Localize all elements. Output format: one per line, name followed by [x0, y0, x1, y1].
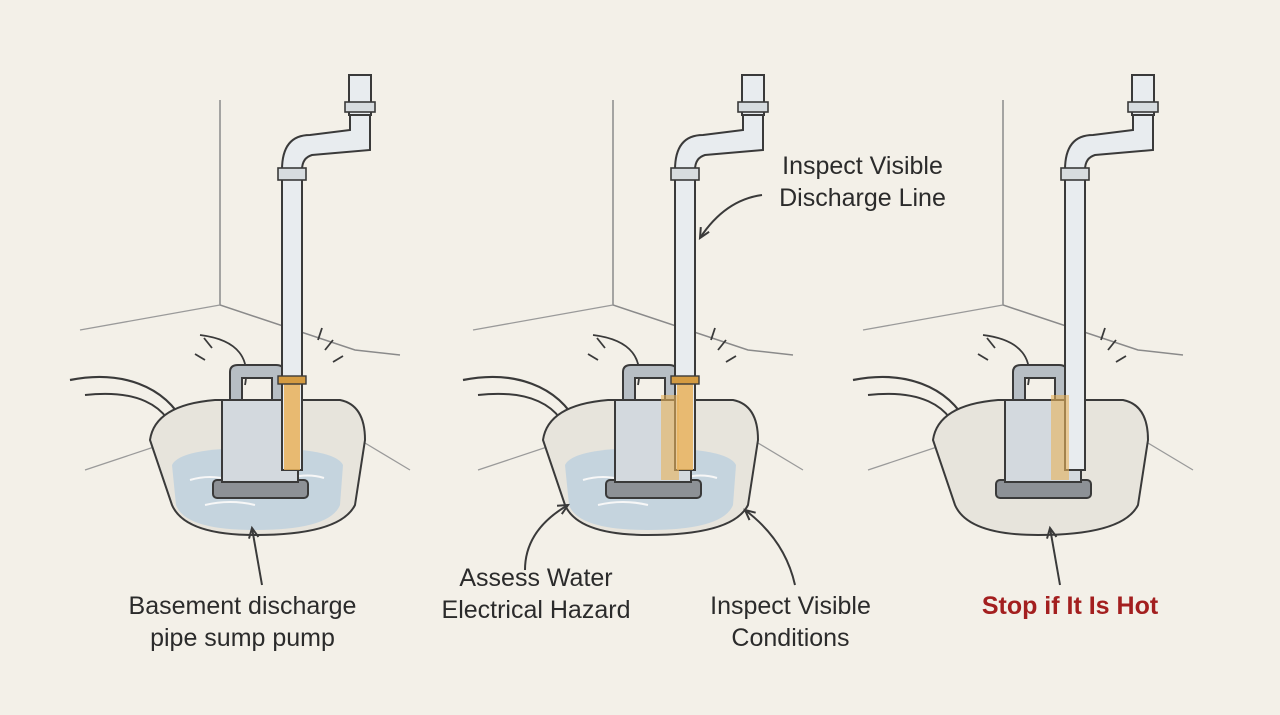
label-line: Electrical Hazard: [441, 596, 631, 624]
pipe-coupling: [1127, 101, 1159, 113]
callout-arrow: [251, 527, 263, 586]
callout-arrow: [1049, 527, 1061, 586]
arrow-head: [248, 525, 260, 539]
label-line: Basement discharge: [128, 592, 357, 620]
pipe-coupling: [737, 101, 769, 113]
alert-ticks: [977, 327, 1127, 363]
panel-scene: [462, 74, 804, 537]
label-inspect-visible-conditions: Inspect Visible Conditions: [688, 590, 893, 654]
panels-layer: [69, 74, 1194, 537]
pipe-check-valve: [277, 375, 307, 385]
pipe-coupling: [670, 167, 700, 181]
callout-arrow: [699, 194, 763, 239]
label-line: Inspect Visible: [710, 592, 871, 620]
alert-ticks: [587, 327, 737, 363]
pump-handle: [622, 364, 678, 401]
panel-scene: [69, 74, 411, 537]
floor-edge-line: [84, 439, 411, 471]
floor-edge-line: [477, 439, 804, 471]
pipe-coupling: [277, 167, 307, 181]
label-line: pipe sump pump: [150, 624, 335, 652]
pump-handle: [1012, 364, 1068, 401]
callout-arrow: [744, 509, 796, 586]
label-line: Assess Water: [459, 564, 613, 592]
pipe-elbow: [1063, 109, 1154, 171]
pipe-check-valve: [670, 375, 700, 385]
label-inspect-visible-discharge-line: Inspect Visible Discharge Line: [760, 150, 965, 214]
label-line: Stop if It Is Hot: [981, 592, 1159, 620]
floor-edge-line: [867, 439, 1194, 471]
pipe-elbow: [673, 109, 764, 171]
floor-edge-line: [862, 304, 1004, 331]
label-stop-if-it-is-hot: Stop if It Is Hot: [955, 590, 1185, 622]
callout-arrow: [524, 504, 569, 571]
label-line: Conditions: [731, 624, 850, 652]
alert-ticks: [194, 327, 344, 363]
label-line: Discharge Line: [779, 184, 946, 212]
label-basement-discharge-pipe-sump-pump: Basement discharge pipe sump pump: [100, 590, 385, 654]
arrow-head: [1046, 525, 1058, 539]
arrow-head: [698, 226, 710, 240]
pipe-highlight: [284, 380, 300, 470]
pump-handle: [229, 364, 285, 401]
arrows-layer: [248, 194, 1061, 586]
pipe-coupling: [344, 101, 376, 113]
heat-glow: [661, 395, 679, 480]
pipe-coupling: [1060, 167, 1090, 181]
floor-edge-line: [472, 304, 614, 331]
pipe-highlight: [677, 380, 693, 470]
pipe-elbow: [280, 109, 371, 171]
label-line: Inspect Visible: [782, 152, 943, 180]
floor-edge-line: [79, 304, 221, 331]
heat-glow: [1051, 395, 1069, 480]
panel-scene: [852, 74, 1194, 537]
arrow-head: [743, 508, 756, 521]
label-assess-water-electrical-hazard: Assess Water Electrical Hazard: [420, 562, 652, 626]
arrow-head: [556, 503, 570, 515]
